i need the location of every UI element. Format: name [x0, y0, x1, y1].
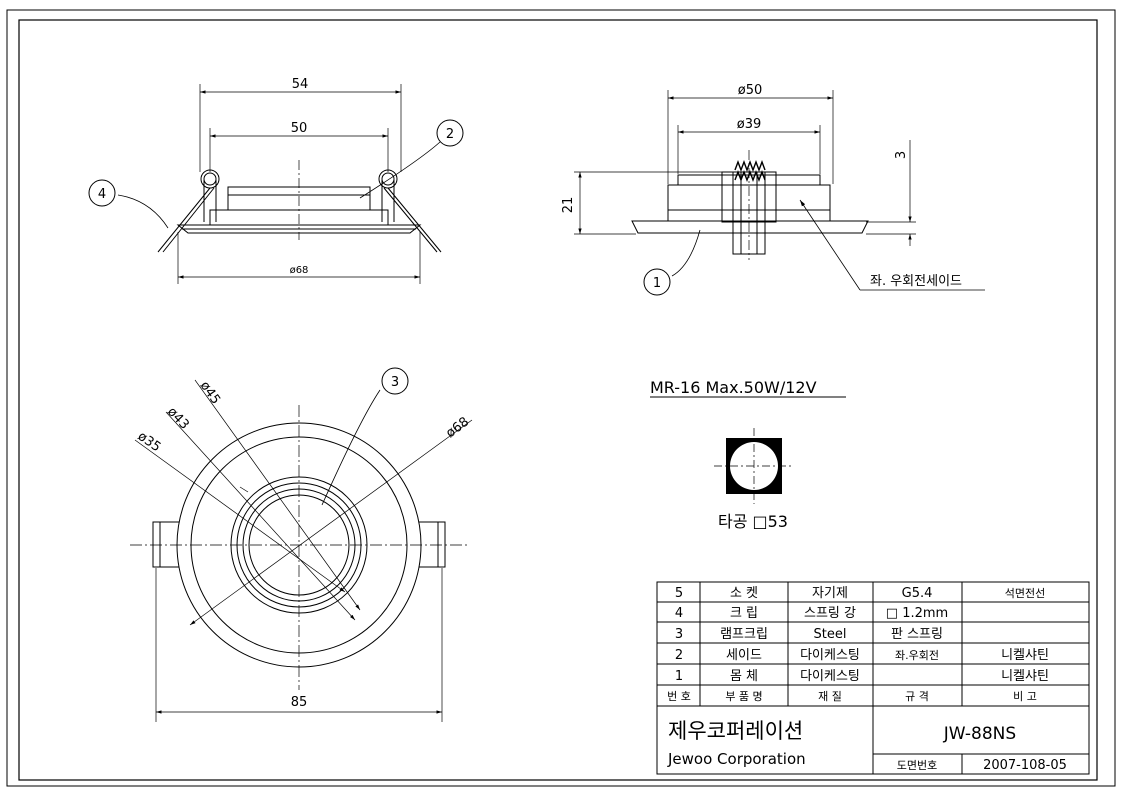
- balloon-2-label: 2: [446, 127, 454, 142]
- row-5-note: 석면전선: [1005, 587, 1045, 600]
- dim-front-68: ø68: [290, 265, 309, 276]
- row-4-material: 스프링 강: [804, 606, 856, 621]
- row-3-no: 3: [675, 627, 683, 642]
- drawing-number: 2007-108-05: [983, 758, 1067, 773]
- model-number: JW-88NS: [943, 724, 1016, 744]
- row-4-spec: □ 1.2mm: [886, 606, 948, 621]
- parts-rows: 5 소 켓 자기제 G5.4 석면전선 4 크 립 스프링 강 □ 1.2mm …: [667, 586, 1049, 703]
- row-1-material: 다이케스팅: [800, 669, 860, 684]
- dim-21: 21: [561, 197, 576, 214]
- dim-85: 85: [291, 695, 308, 710]
- balloon-3: [381, 367, 409, 395]
- company-name-english: Jewoo Corporation: [667, 750, 806, 768]
- drawing-number-label: 도면번호: [897, 759, 937, 772]
- row-4-no: 4: [675, 606, 683, 621]
- callout-shade: 좌. 우회전세이드: [870, 274, 962, 289]
- balloon-1-label: 1: [653, 276, 661, 291]
- header-material: 재 질: [818, 690, 842, 703]
- row-5-material: 자기제: [812, 586, 848, 601]
- row-3-name: 램프크립: [720, 627, 768, 642]
- row-2-note: 니켈샤틴: [1001, 648, 1049, 663]
- cutout-symbol: [714, 428, 794, 504]
- row-2-spec: 좌.우회전: [895, 649, 939, 662]
- row-4-name: 크 립: [730, 606, 758, 621]
- row-1-name: 몸 체: [730, 669, 758, 684]
- plan-view: [130, 367, 473, 722]
- balloon-3-label: 3: [391, 375, 399, 390]
- side-view: [574, 90, 985, 296]
- dim-3: 3: [894, 151, 909, 159]
- front-view: [88, 84, 464, 284]
- dim-phi45: ø45: [197, 379, 223, 408]
- parts-table: [656, 581, 1090, 775]
- dim-phi50: ø50: [738, 83, 763, 98]
- dim-phi39: ø39: [737, 117, 762, 132]
- row-5-no: 5: [675, 586, 683, 601]
- row-1-note: 니켈샤틴: [1001, 669, 1049, 684]
- row-2-material: 다이케스팅: [800, 648, 860, 663]
- dim-50: 50: [291, 121, 308, 136]
- dim-phi68: ø68: [443, 414, 472, 441]
- balloon-4: [88, 179, 116, 207]
- dim-54: 54: [292, 77, 309, 92]
- header-spec: 규 격: [905, 690, 929, 703]
- row-5-spec: G5.4: [902, 586, 933, 601]
- header-name: 부 품 명: [725, 690, 762, 703]
- balloon-2: [436, 119, 464, 147]
- dim-phi35: ø35: [135, 429, 164, 455]
- header-no: 번 호: [667, 690, 691, 703]
- row-5-name: 소 켓: [730, 586, 758, 601]
- row-3-material: Steel: [814, 627, 847, 642]
- cutout-label: 타공 □53: [718, 512, 788, 531]
- balloon-1: [643, 268, 671, 296]
- spec-label: MR-16 Max.50W/12V: [650, 378, 817, 397]
- row-1-no: 1: [675, 669, 683, 684]
- header-note: 비 고: [1013, 690, 1037, 703]
- balloon-4-label: 4: [98, 187, 106, 202]
- row-2-name: 세이드: [726, 648, 762, 663]
- dim-phi43: ø43: [164, 404, 192, 432]
- inner-border: [18, 19, 1098, 781]
- company-name-korean: 제우코퍼레이션: [668, 719, 803, 743]
- row-3-spec: 판 스프링: [891, 627, 943, 642]
- row-2-no: 2: [675, 648, 683, 663]
- outer-border: [6, 9, 1116, 787]
